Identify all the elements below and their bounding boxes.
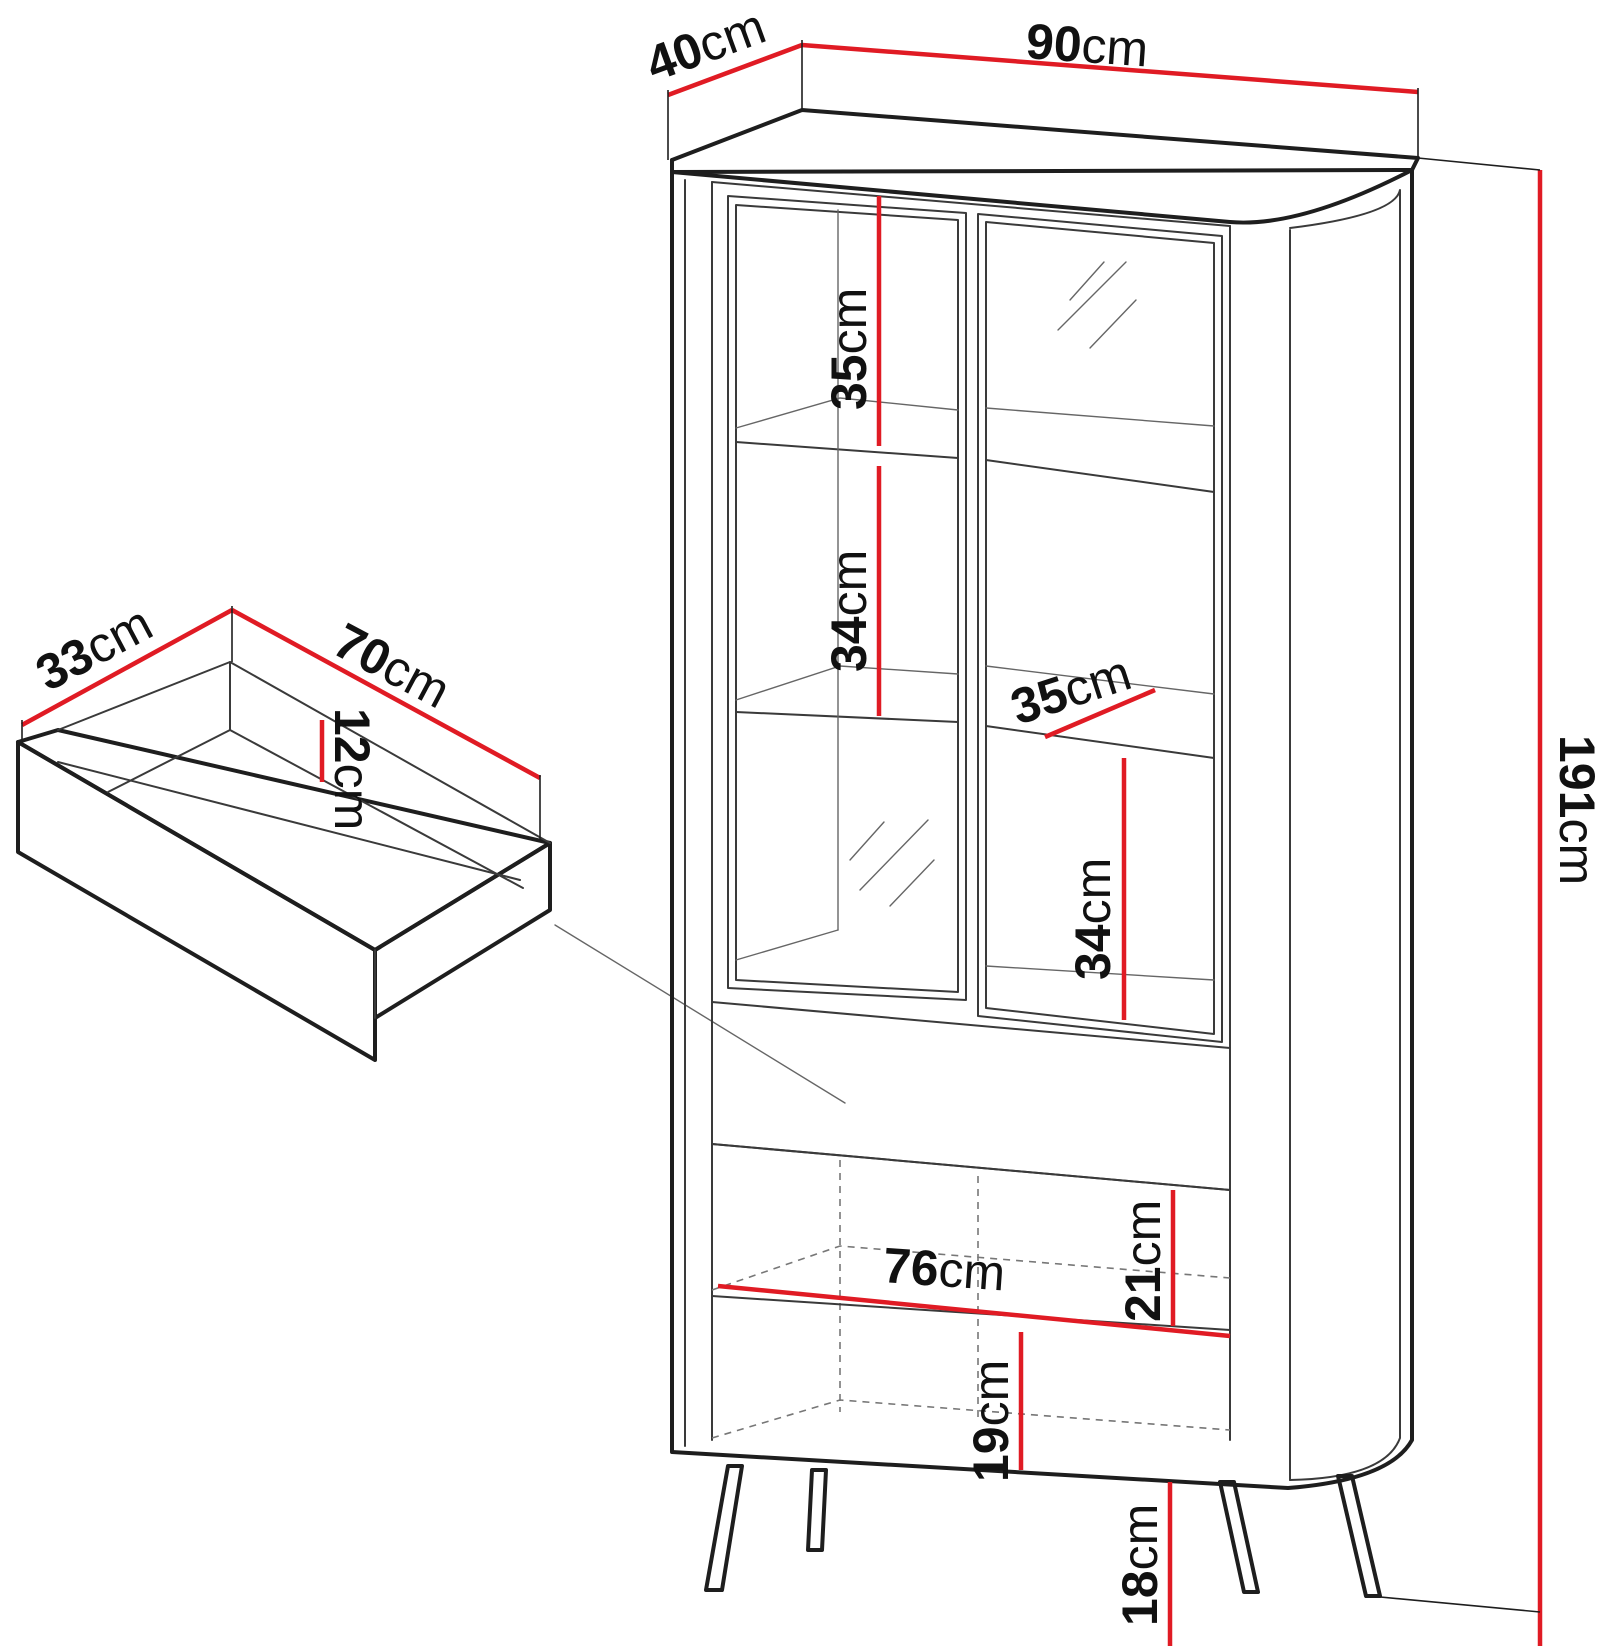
lower-shelf-label: 34cm [1065, 858, 1121, 980]
drawer-height-label: 12cm [324, 708, 380, 830]
shelf-depth-label: 35cm [1004, 644, 1138, 735]
cabinet-depth-label: 40cm [639, 0, 773, 92]
cabinet-width-line [801, 42, 1419, 95]
inner-width-label: 76cm [881, 1237, 1007, 1301]
dimension-lines [20, 40, 1543, 1646]
niche-upper-label: 21cm [1115, 1200, 1171, 1322]
drawer-width-label: 70cm [325, 612, 459, 719]
inner-width-line [717, 1283, 1231, 1339]
drawer-width-line [230, 608, 542, 780]
upper-shelf-label: 35cm [821, 288, 877, 410]
drawer-illustration [16, 661, 846, 1104]
legs-height-label: 18cm [1112, 1504, 1168, 1626]
middle-shelf-label: 34cm [821, 550, 877, 672]
cabinet-width-label: 90cm [1024, 13, 1150, 77]
drawer-depth-line [20, 608, 234, 727]
shelf-depth-line [1044, 687, 1156, 740]
dimension-labels: 90cm 40cm 191cm 35cm 34cm 34cm 35cm 76cm [27, 0, 1600, 1626]
cabinet-height-label: 191cm [1549, 735, 1600, 885]
cabinet-depth-line [667, 42, 803, 98]
niche-lower-label: 19cm [963, 1360, 1019, 1482]
cabinet-illustration [670, 108, 1420, 1598]
